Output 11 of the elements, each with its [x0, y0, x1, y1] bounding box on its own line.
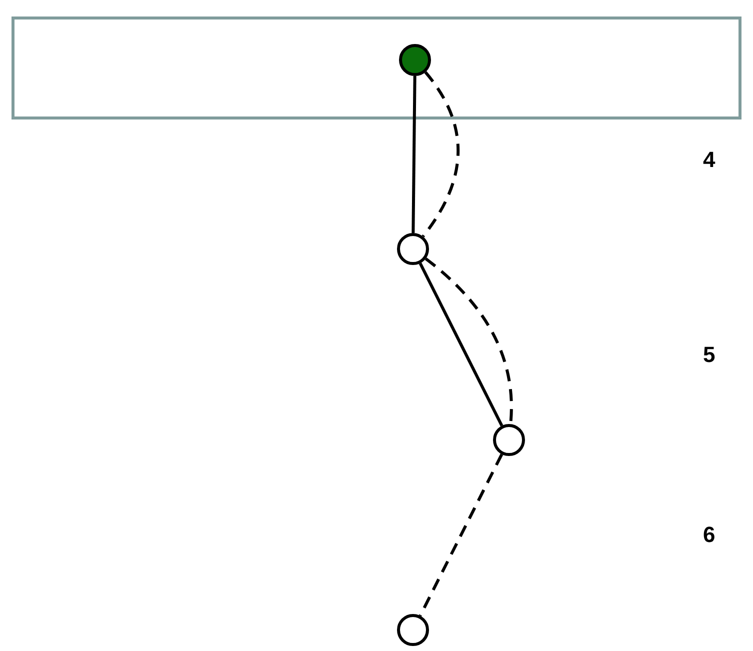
circle-node: [397, 233, 429, 265]
circle-node: [397, 614, 429, 646]
connector-line: [418, 262, 504, 426]
dashed-line: [422, 71, 460, 238]
circle-node: [493, 424, 525, 456]
circle-node: [399, 44, 431, 76]
connector-line: [412, 76, 416, 234]
level-number: 4: [703, 147, 716, 173]
level-number: 5: [703, 342, 716, 368]
level-number: 6: [703, 522, 716, 548]
dashed-line: [418, 454, 504, 616]
